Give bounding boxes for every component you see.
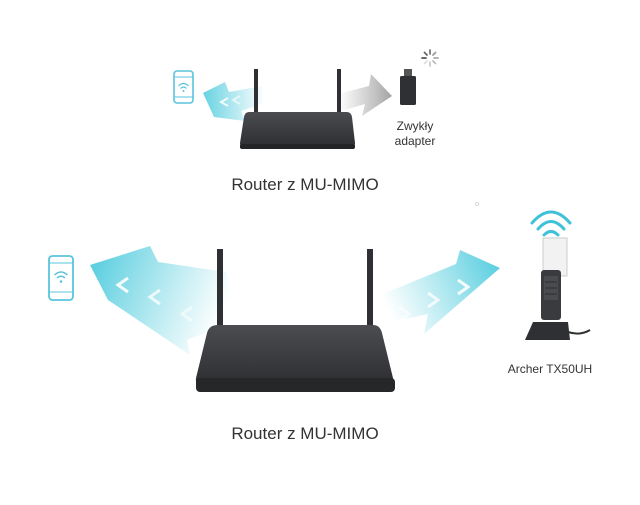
usb-adapter-icon [400,69,416,105]
wireless-beam-right [372,250,500,334]
usb-dock-adapter-icon [525,237,591,340]
top-scene [173,49,439,149]
bottom-caption: Router z MU-MIMO [231,424,379,443]
phone-icon [173,70,194,104]
adapter-label: Zwykły adapter [380,119,450,149]
bottom-scene [48,202,591,392]
router-icon [195,249,395,392]
device-label: Archer TX50UH [507,362,593,376]
top-caption: Router z MU-MIMO [231,175,379,194]
wifi-icon [530,210,572,243]
wireless-beam-gray [338,74,392,116]
adapter-label-line2: adapter [394,134,436,148]
speck [475,202,479,206]
wireless-beam-left [203,82,265,121]
wireless-beam-left [90,246,238,355]
adapter-label-line1: Zwykły [396,119,434,133]
router-icon [240,69,355,149]
phone-icon [48,255,74,301]
loading-icon [421,49,439,67]
